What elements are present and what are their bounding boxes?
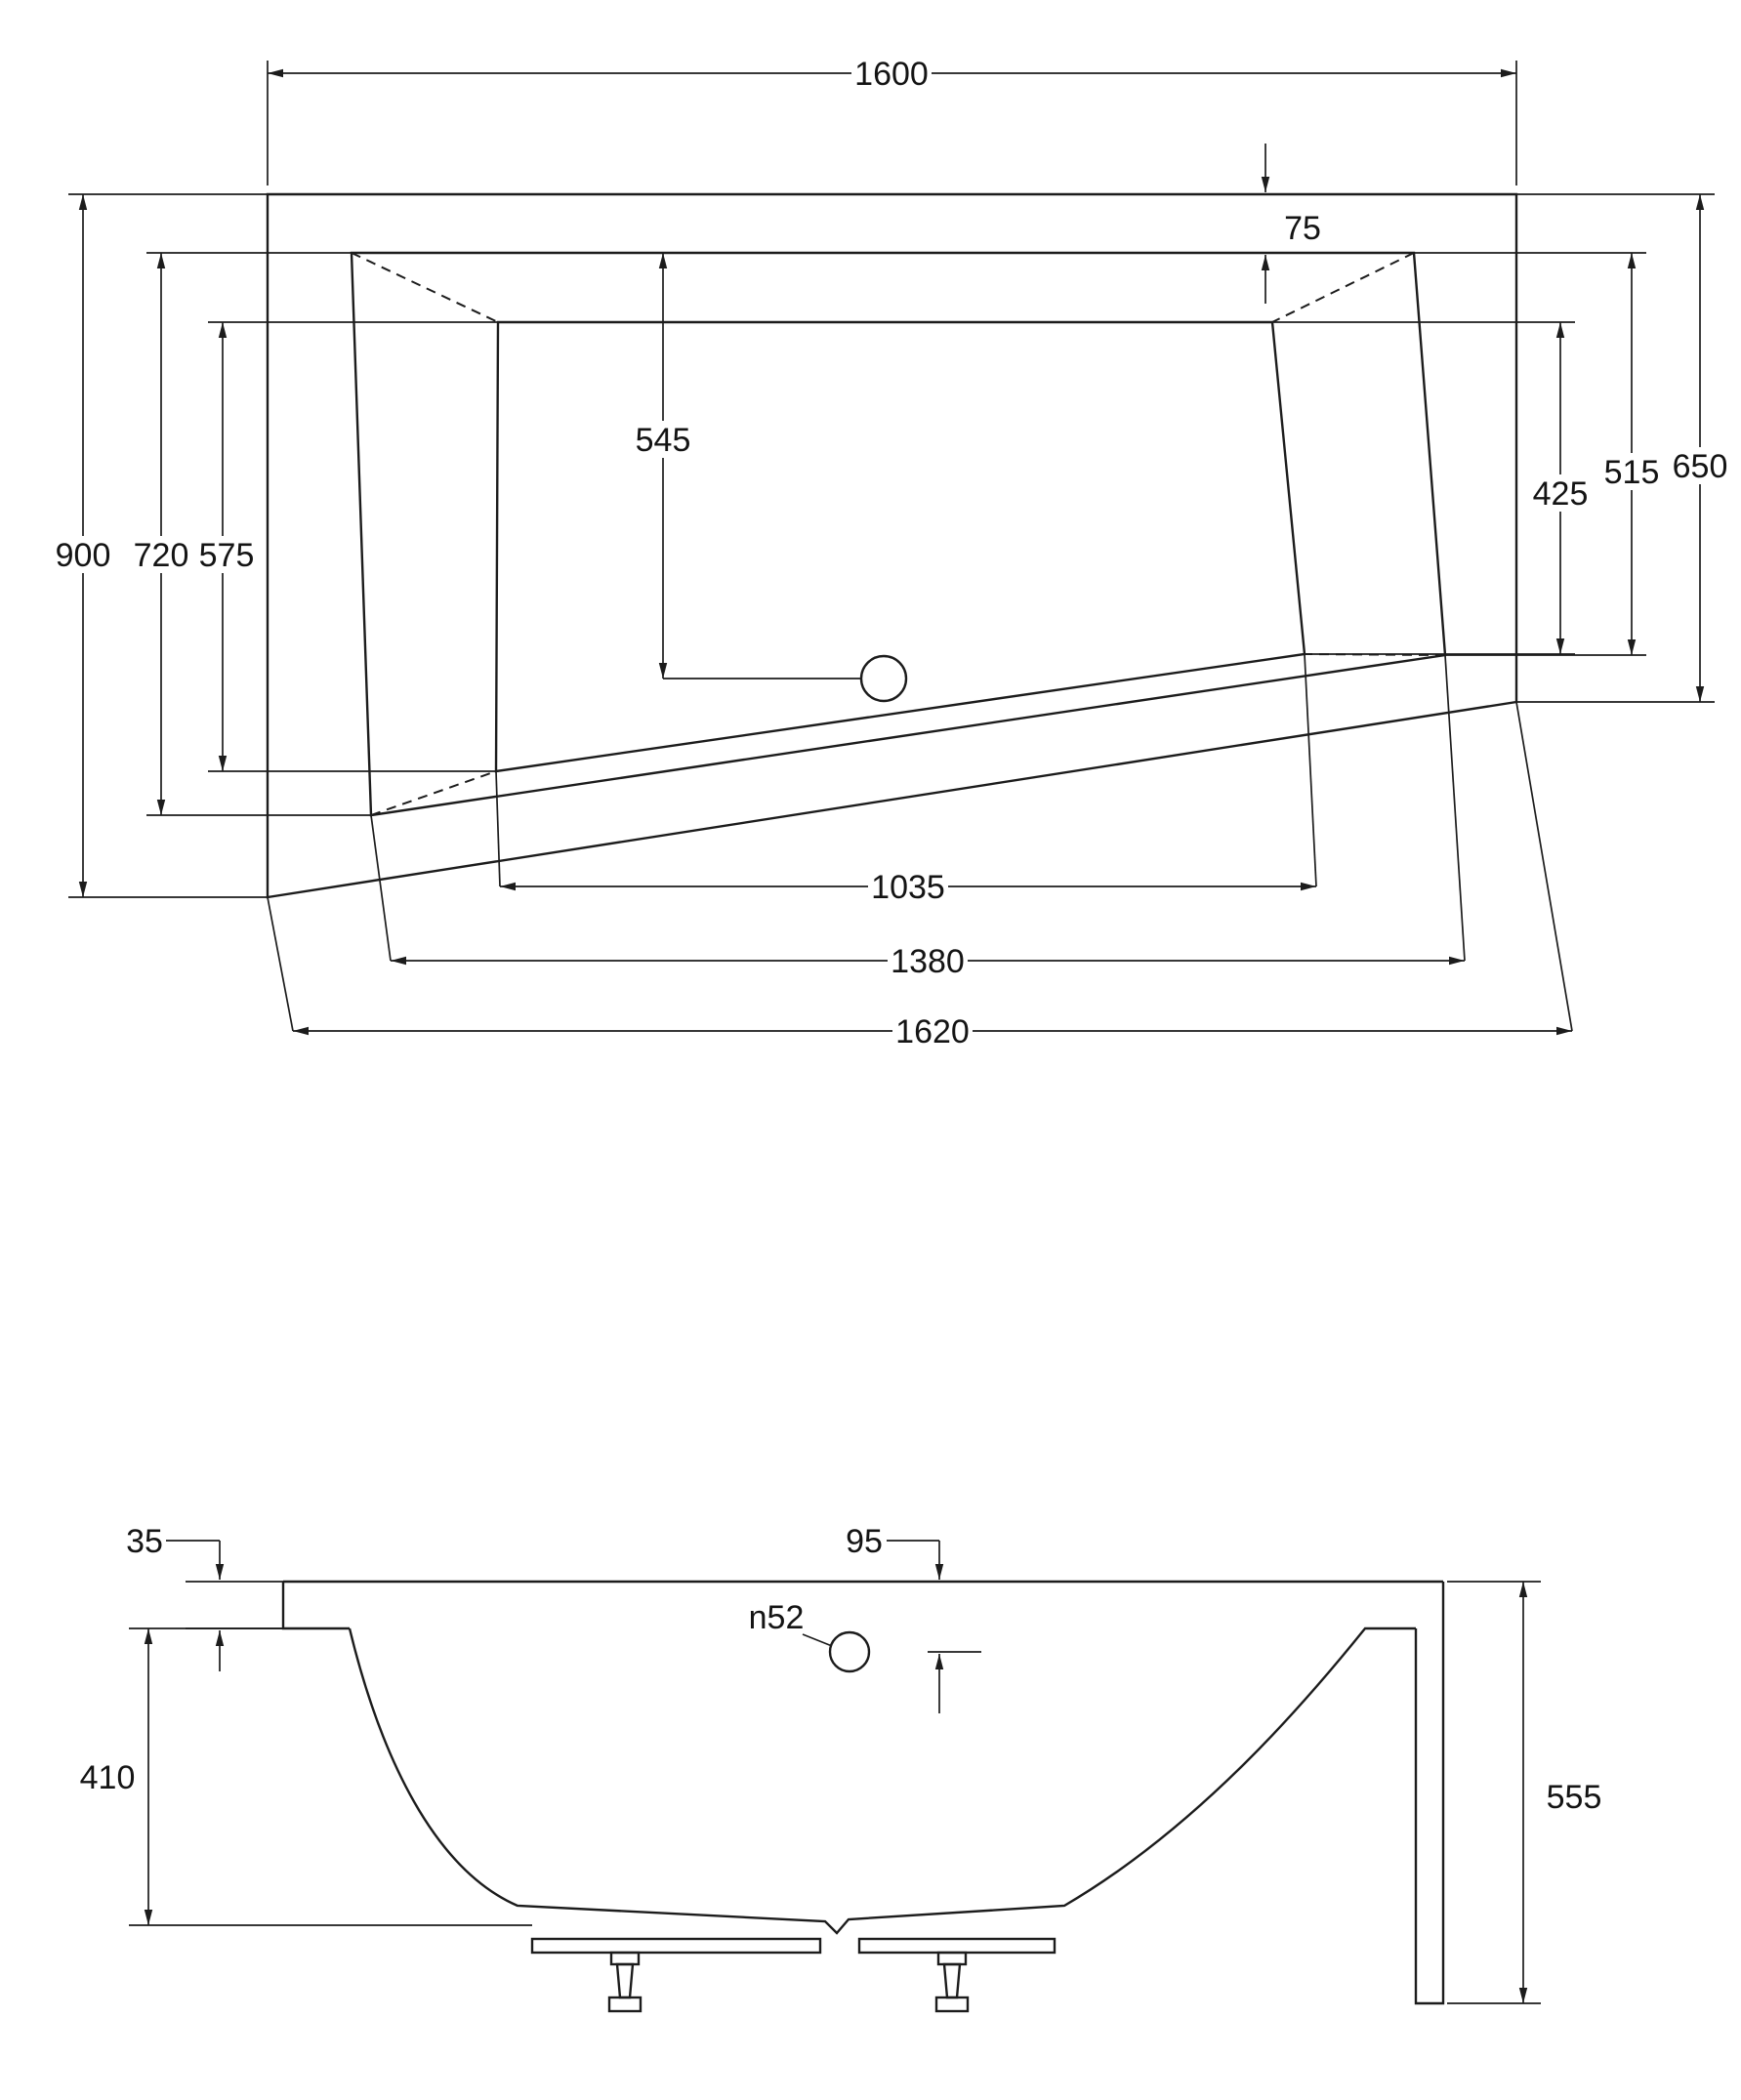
dim-floor-width-425: 425	[1272, 321, 1592, 655]
dim-label-555: 555	[1547, 1779, 1602, 1816]
plan-view: 1600 75 900 720 575	[52, 55, 1731, 1050]
dim-rim-edge-1380: 1380	[370, 654, 1466, 980]
dim-floor-width-575: 575	[195, 321, 498, 772]
base-support-left	[530, 1937, 822, 1955]
dim-label-1620: 1620	[895, 1013, 970, 1050]
dim-label-545: 545	[636, 422, 691, 459]
dim-label-1035: 1035	[871, 869, 945, 906]
dim-label-n52: n52	[749, 1599, 805, 1636]
base-support-right	[857, 1937, 1057, 1955]
dim-label-900: 900	[56, 537, 111, 574]
dim-label-75: 75	[1284, 210, 1321, 247]
dim-label-720: 720	[134, 537, 189, 574]
dim-overflow-95: 95	[846, 1523, 981, 1713]
drain-circle	[859, 654, 908, 703]
floor-outline	[494, 320, 1306, 773]
dim-label-425: 425	[1533, 475, 1589, 513]
dim-width-900: 900	[52, 193, 268, 898]
dim-label-1600: 1600	[854, 56, 929, 93]
dim-label-575: 575	[199, 537, 255, 574]
inner-rim-outline	[350, 251, 1447, 817]
overflow-hole-circle	[828, 1630, 871, 1673]
overflow-diameter-label: n52	[749, 1599, 833, 1647]
outer-rim-outline	[266, 192, 1518, 899]
corner-slope-dashed-top-right	[1271, 252, 1415, 323]
dim-label-35: 35	[126, 1523, 163, 1560]
corner-slope-dashed-bottom-left	[370, 770, 497, 816]
dim-label-515: 515	[1604, 454, 1660, 491]
foot-left	[607, 1951, 643, 2013]
dim-rim-width-515: 515	[1414, 252, 1663, 656]
dim-width-650: 650	[1516, 193, 1731, 703]
shell-profile	[348, 1626, 1416, 1935]
side-view: n52 35 95 410	[80, 1523, 1602, 2013]
dim-label-95: 95	[846, 1523, 883, 1560]
skirt-panel	[1414, 1582, 1445, 2005]
dim-rim-width-720: 720	[130, 252, 371, 816]
dim-drain-545: 545	[632, 253, 861, 679]
left-rim-lip	[281, 1582, 350, 1630]
dim-label-1380: 1380	[891, 943, 965, 980]
dim-height-555: 555	[1447, 1581, 1602, 2004]
dim-lip-35: 35	[126, 1523, 283, 1671]
dim-label-410: 410	[80, 1759, 136, 1796]
dim-rim-offset-75: 75	[1261, 144, 1321, 304]
dim-floor-edge-1035: 1035	[495, 653, 1317, 906]
dim-depth-410: 410	[80, 1627, 532, 1926]
dim-length-1600: 1600	[267, 55, 1517, 185]
foot-right	[934, 1951, 970, 2013]
dim-outer-edge-1620: 1620	[267, 701, 1573, 1050]
corner-slope-dashed-top-left	[351, 252, 499, 323]
dim-label-650: 650	[1673, 448, 1728, 485]
